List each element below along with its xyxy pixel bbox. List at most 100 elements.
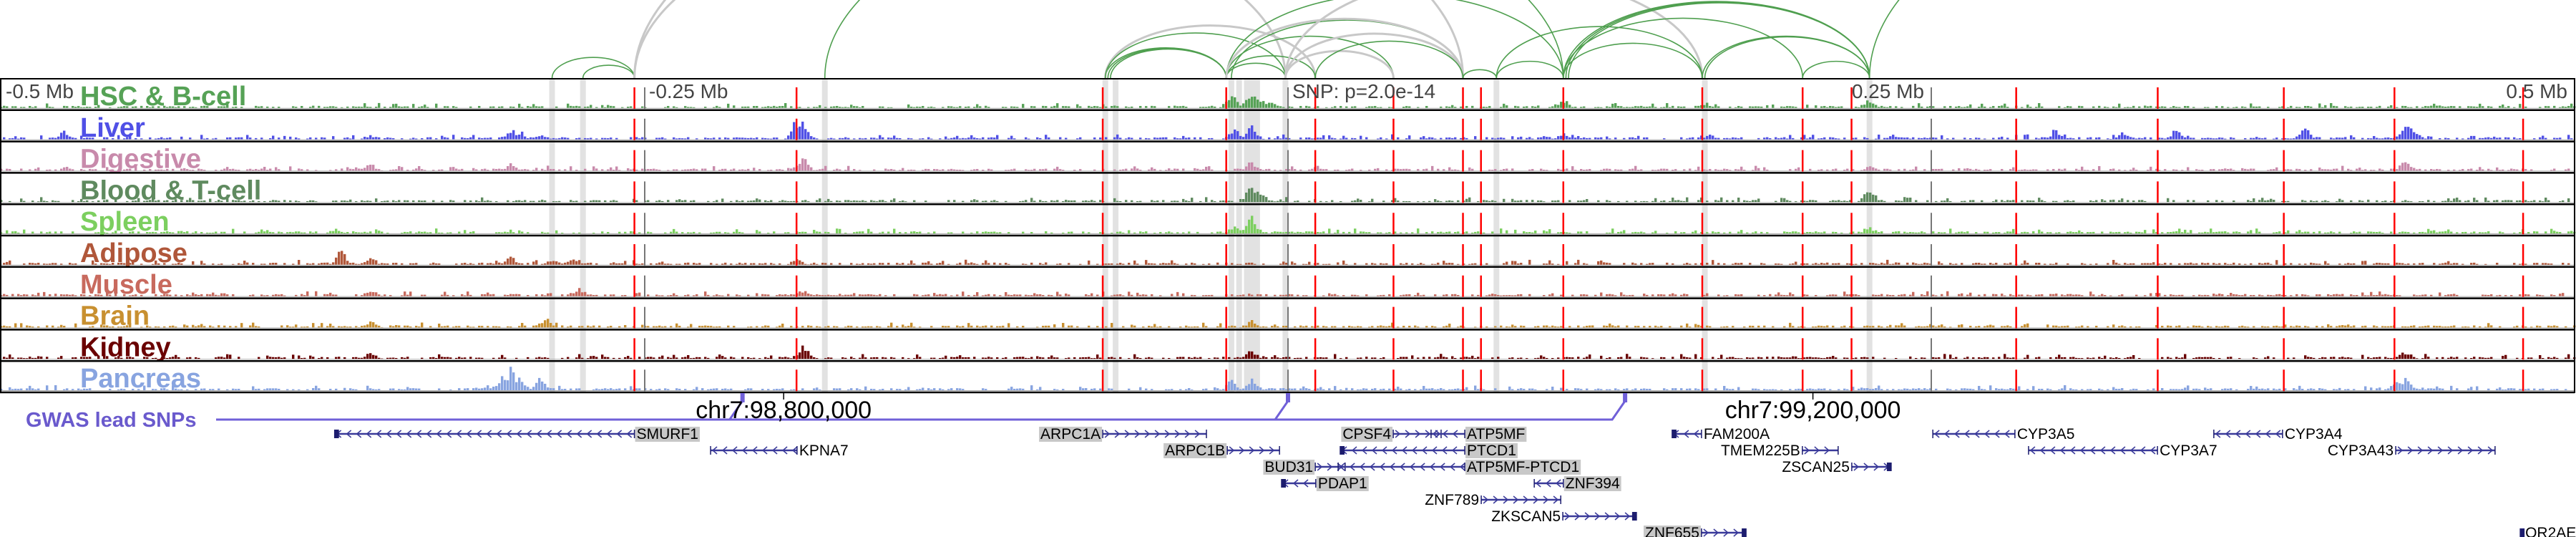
strand-arrow-icon <box>496 430 502 438</box>
strand-arrow-icon <box>1379 463 1385 471</box>
strand-arrow-icon <box>2447 446 2454 455</box>
strand-arrow-icon <box>406 430 412 438</box>
loop-arc <box>1565 1 1870 79</box>
strand-arrow-icon <box>1229 446 1235 455</box>
strand-arrow-icon <box>1292 479 1299 488</box>
strand-arrow-icon <box>1351 446 1357 455</box>
track-label: Adipose <box>80 238 187 268</box>
signal-bars <box>0 367 2567 390</box>
strand-arrow-icon <box>566 430 572 438</box>
strand-arrow-icon <box>2457 446 2464 455</box>
strand-arrow-icon <box>1943 430 1950 438</box>
gene-exon <box>1282 479 1287 488</box>
strand-arrow-icon <box>396 430 402 438</box>
gene-highlight-background <box>1263 460 1315 475</box>
loop-arc <box>1225 18 1465 79</box>
axis-tick-label: -0.25 Mb <box>649 80 728 102</box>
strand-arrow-icon <box>1564 512 1571 521</box>
track-label: Kidney <box>80 332 171 362</box>
strand-arrow-icon <box>1814 446 1820 455</box>
strand-arrow-icon <box>2397 446 2404 455</box>
loop-arc <box>1225 62 1287 79</box>
gene-label: TMEM225B <box>1721 442 1800 459</box>
strand-arrow-icon <box>1431 446 1438 455</box>
strand-arrow-icon <box>596 430 602 438</box>
strand-arrow-icon <box>1933 430 1940 438</box>
loop-arc <box>1802 60 1870 79</box>
gene-label: ZKSCAN5 <box>1491 508 1561 525</box>
loop-arc <box>1284 49 1395 79</box>
strand-arrow-icon <box>781 446 788 455</box>
gene-label: KPNA7 <box>799 442 849 459</box>
strand-arrow-icon <box>1545 479 1551 488</box>
strand-arrow-icon <box>1513 495 1519 504</box>
track-label: Pancreas <box>80 364 201 394</box>
signal-bars <box>3 251 2570 265</box>
gene-highlight-background <box>1039 427 1103 442</box>
strand-arrow-icon <box>1553 495 1559 504</box>
strand-arrow-icon <box>1963 430 1970 438</box>
strand-arrow-icon <box>1733 528 1740 537</box>
strand-arrow-icon <box>1249 446 1255 455</box>
strand-arrow-icon <box>1361 446 1367 455</box>
strand-arrow-icon <box>1349 463 1355 471</box>
strand-arrow-icon <box>1853 463 1860 471</box>
strand-arrow-icon <box>1953 430 1960 438</box>
strand-arrow-icon <box>476 430 482 438</box>
track-label: Muscle <box>80 270 172 300</box>
signal-bars <box>3 345 2576 359</box>
strand-arrow-icon <box>1604 512 1611 521</box>
gene-highlight-background <box>1465 443 1518 458</box>
strand-arrow-icon <box>2467 446 2474 455</box>
strand-arrow-icon <box>1389 463 1395 471</box>
gene-cyp3a7: CYP3A7 <box>2028 442 2218 459</box>
strand-arrow-icon <box>556 430 562 438</box>
strand-arrow-icon <box>1369 463 1375 471</box>
loop-arc <box>1104 47 1227 79</box>
strand-arrow-icon <box>1713 528 1719 537</box>
strand-arrow-icon <box>1984 430 1990 438</box>
strand-arrow-icon <box>1459 463 1465 471</box>
gene-znf789: ZNF789 <box>1425 492 1561 508</box>
strand-arrow-icon <box>2245 430 2251 438</box>
strand-arrow-icon <box>1824 446 1830 455</box>
loop-arc <box>582 64 635 79</box>
gene-highlight-background <box>635 427 700 442</box>
strand-arrow-icon <box>1371 446 1377 455</box>
gene-kpna7: KPNA7 <box>710 442 849 459</box>
strand-arrow-icon <box>1405 430 1411 438</box>
strand-arrow-icon <box>2109 446 2116 455</box>
track-label: Digestive <box>80 145 201 175</box>
gene-label: FAM200A <box>1704 426 1770 442</box>
strand-arrow-icon <box>1381 446 1387 455</box>
loop-arc <box>1562 1 1870 79</box>
strand-arrow-icon <box>1614 512 1621 521</box>
loop-arc <box>1702 35 1870 79</box>
gene-label: CYP3A43 <box>2328 442 2394 459</box>
strand-arrow-icon <box>1164 430 1171 438</box>
gene-exon <box>2520 528 2525 537</box>
strand-arrow-icon <box>751 446 758 455</box>
strand-arrow-icon <box>626 430 633 438</box>
strand-arrow-icon <box>1154 430 1161 438</box>
strand-arrow-icon <box>2150 446 2156 455</box>
strand-arrow-icon <box>1574 512 1581 521</box>
loop-arc <box>1562 17 1803 79</box>
gene-label: ZNF394 <box>1566 475 1620 492</box>
strand-arrow-icon <box>2129 446 2136 455</box>
strand-arrow-icon <box>1441 446 1448 455</box>
strand-arrow-icon <box>2235 430 2241 438</box>
strand-arrow-icon <box>1409 463 1415 471</box>
gene-zkscan5: ZKSCAN5 <box>1491 508 1637 525</box>
gene-cyp3a43: CYP3A43 <box>2328 442 2496 459</box>
strand-arrow-icon <box>1124 430 1131 438</box>
strand-arrow-icon <box>616 430 623 438</box>
axis-tick-label: 0.5 Mb <box>2506 80 2567 102</box>
gwas-snp-marker <box>740 393 745 402</box>
gene-label: OR2AE <box>2525 525 2576 537</box>
strand-arrow-icon <box>1535 479 1541 488</box>
strand-arrow-icon <box>416 430 422 438</box>
strand-arrow-icon <box>1239 446 1245 455</box>
